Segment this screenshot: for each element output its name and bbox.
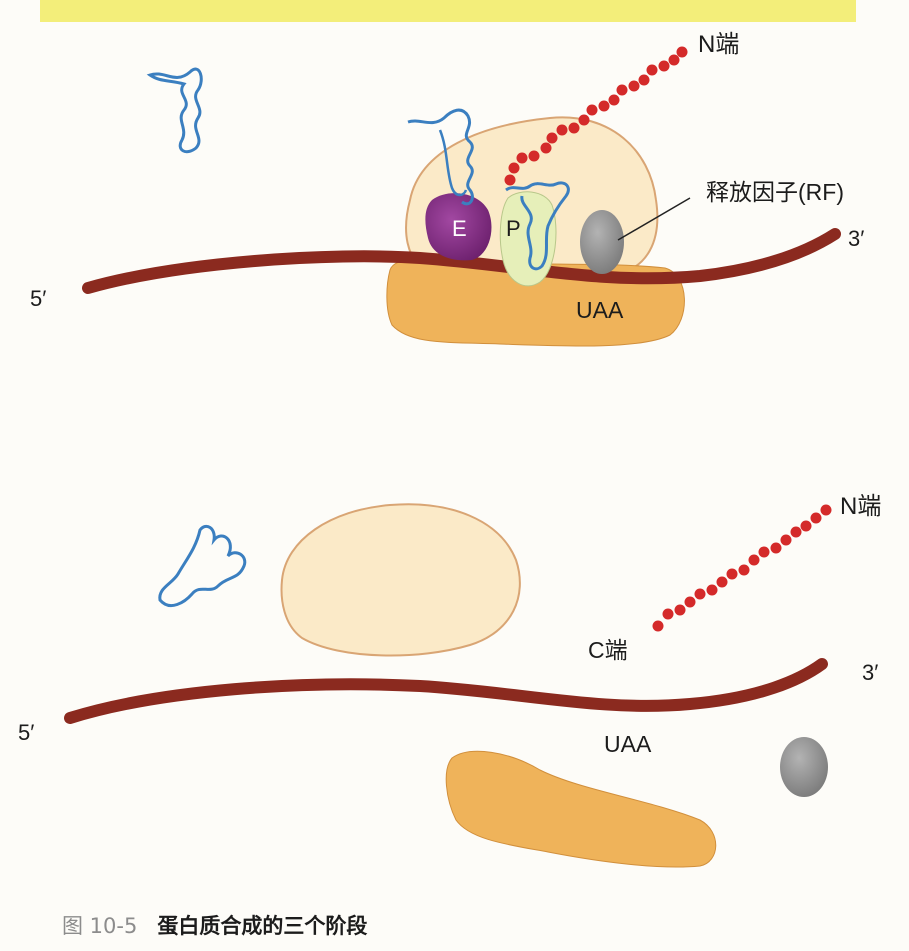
e-site-label: E	[452, 216, 467, 241]
n-end-label-bottom: N端	[840, 493, 881, 520]
n-end-label-top: N端	[698, 31, 739, 58]
five-prime-label-top: 5′	[30, 286, 46, 311]
figure-title: 蛋白质合成的三个阶段	[157, 914, 368, 938]
small-subunit-bottom	[445, 750, 717, 868]
e-site	[425, 193, 492, 261]
release-factor-top	[580, 210, 624, 274]
polypeptide-bottom	[652, 504, 832, 632]
release-factor-bottom	[780, 737, 828, 797]
mrna-bottom	[64, 658, 828, 724]
panel-top: E P 5′ 3′ N端 释放因子(RF) UAA	[30, 31, 864, 347]
stop-codon-label-bottom: UAA	[604, 731, 652, 757]
free-trna-bottom	[158, 524, 247, 607]
three-prime-label-bottom: 3′	[862, 660, 878, 685]
release-factor-label: 释放因子(RF)	[706, 179, 844, 205]
large-subunit-bottom	[280, 503, 521, 657]
free-trna-top	[146, 67, 203, 154]
figure-number: 图 10-5	[62, 914, 138, 938]
trna-p-site	[505, 181, 570, 271]
three-prime-label-top: 3′	[848, 226, 864, 251]
release-factor-pointer	[617, 197, 691, 241]
polypeptide-top	[504, 46, 688, 186]
figure-caption: 图 10-5 蛋白质合成的三个阶段	[62, 905, 367, 945]
p-site-label: P	[506, 216, 521, 241]
stop-codon-label-top: UAA	[576, 297, 624, 323]
header-banner	[40, 0, 856, 22]
five-prime-label-bottom: 5′	[18, 720, 34, 745]
trna-e-site	[407, 108, 474, 206]
panel-bottom: 5′ 3′ N端 C端 UAA	[18, 493, 881, 868]
c-end-label: C端	[588, 637, 628, 663]
trna-e-loop	[438, 129, 468, 197]
